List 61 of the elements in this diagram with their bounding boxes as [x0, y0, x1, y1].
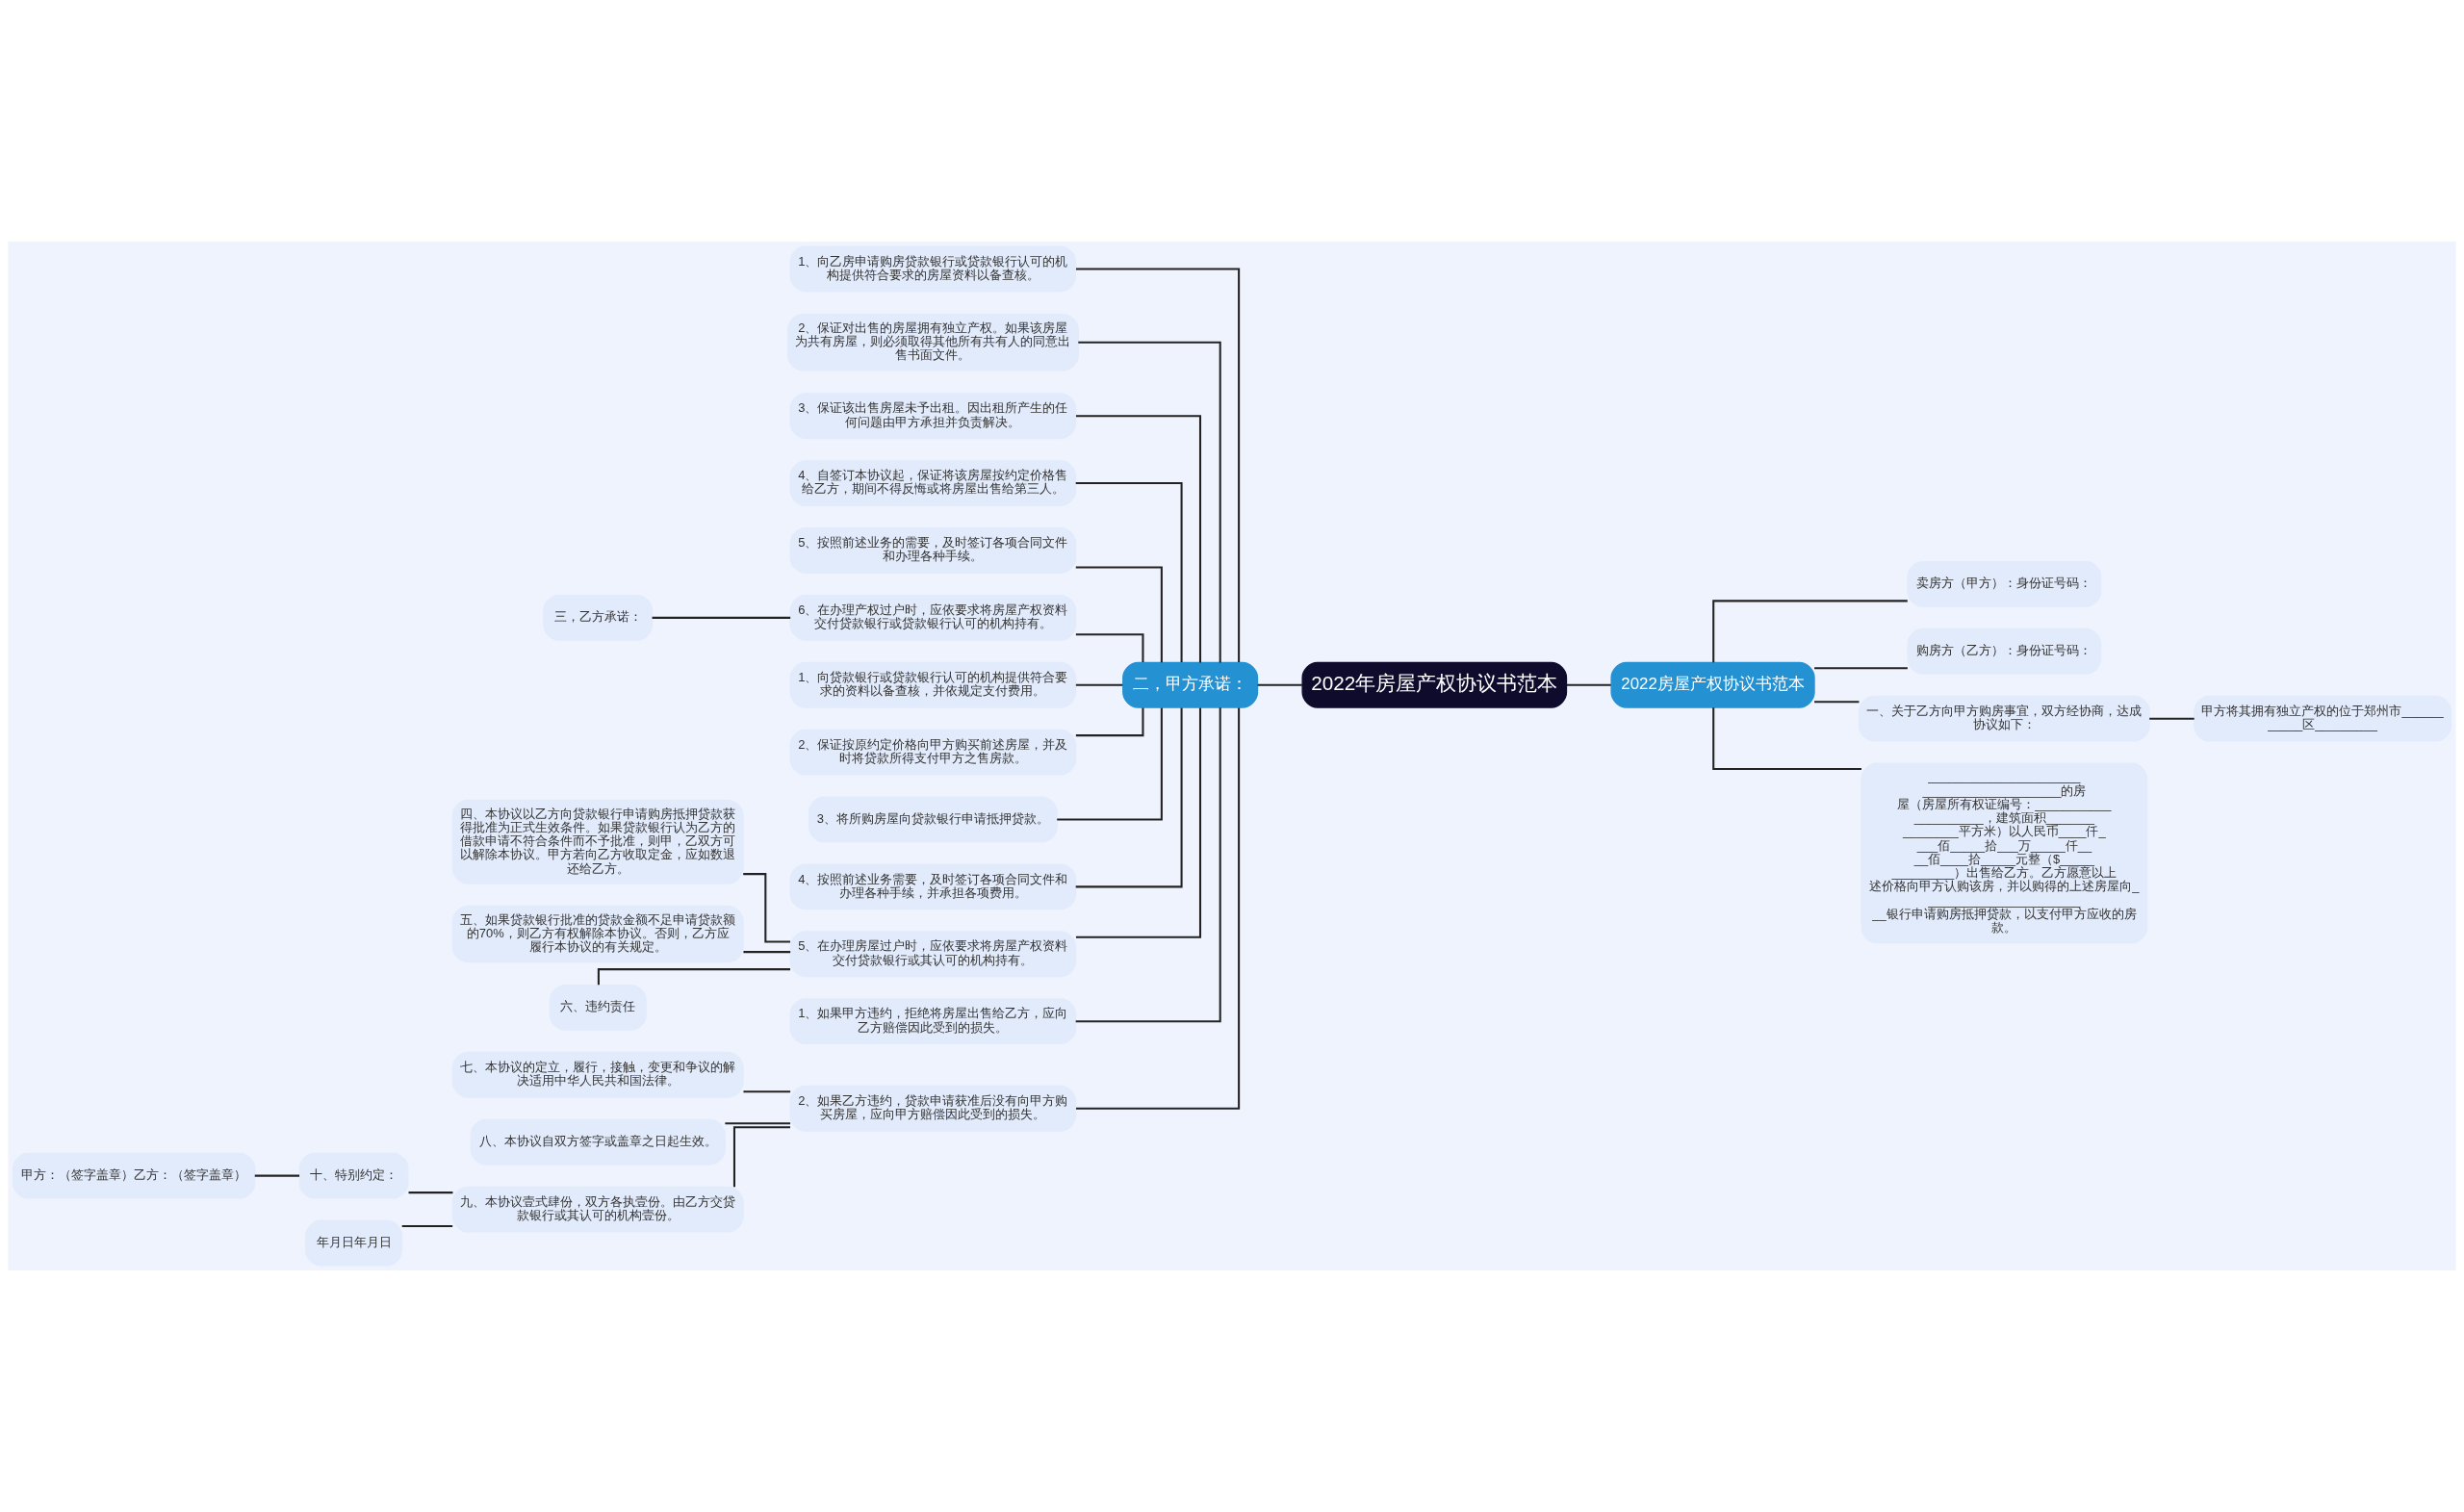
connector — [1257, 683, 1302, 686]
node-box: 2022年房屋产权协议书范本 — [1301, 661, 1568, 708]
connector — [2149, 717, 2194, 720]
node-box: 1、如果甲方违约，拒绝将房屋出售给乙方，应向乙方赔偿因此受到的损失。 — [789, 998, 1077, 1045]
node-box: 三，乙方承诺： — [543, 594, 654, 641]
connector — [743, 1090, 791, 1093]
connector — [1075, 707, 1202, 938]
node-box: 2、保证按原约定价格向甲方购买前述房屋，并及时将贷款所得支付甲方之售房款。 — [789, 729, 1077, 776]
node-box: 5、按照前述业务的需要，及时签订各项合同文件和办理各种手续。 — [789, 527, 1077, 574]
connector — [254, 1174, 300, 1177]
connector — [1075, 566, 1163, 663]
node-box: 卖房方（甲方）：身份证号码： — [1907, 560, 2102, 607]
node-box: 五、如果贷款银行批准的贷款金额不足申请贷款额的70%，则乙方有权解除本协议。否则，乙方应履行本协议的有关规定。 — [451, 905, 744, 963]
connector — [1814, 667, 1908, 670]
connector — [1814, 701, 1860, 704]
connector — [1712, 600, 1908, 663]
connector — [597, 968, 790, 986]
node-box: 4、自签订本协议起，保证将该房屋按约定价格售给乙方，期间不得反悔或将房屋出售给第三人。 — [789, 460, 1077, 506]
connector — [1075, 633, 1144, 662]
connector — [1078, 341, 1221, 663]
connector — [1057, 707, 1163, 821]
connector — [743, 873, 790, 943]
node-box: 3、保证该出售房屋未予出租。因出租所产生的任何问题由甲方承担并负责解决。 — [789, 393, 1077, 440]
node-box: 4、按照前述业务需要，及时签订各项合同文件和办理各种手续，并承担各项费用。 — [789, 863, 1077, 910]
connector — [1076, 707, 1241, 1110]
node-box: 3、将所购房屋向贷款银行申请抵押贷款。 — [808, 796, 1058, 843]
node-box: 十、特别约定： — [298, 1152, 409, 1199]
node-box: 2、如果乙方违约，贷款申请获准后没有向甲方购买房屋，应向甲方赔偿因此受到的损失。 — [789, 1085, 1077, 1132]
node-box: 2022房屋产权协议书范本 — [1610, 661, 1815, 708]
connector — [732, 1126, 790, 1188]
node-box: 6、在办理产权过户时，应依要求将房屋产权资料交付贷款银行或贷款银行认可的机构持有。 — [789, 594, 1077, 641]
node-box: 四、本协议以乙方向贷款银行申请购房抵押贷款获得批准为正式生效条件。如果贷款银行认为乙方的借款申请不符合条件而不予批准，则甲，乙双方可以解除本协议。甲方若向乙方收取定金，应如数退还给乙方。 — [451, 799, 744, 884]
connector — [1075, 707, 1183, 888]
connector — [1075, 683, 1123, 686]
connector — [1075, 707, 1221, 1023]
node-box: 一、关于乙方向甲方购房事宜，双方经协商，达成协议如下： — [1858, 695, 2150, 742]
node-box: 1、向乙房申请购房贷款银行或贷款银行认可的机构提供符合要求的房屋资料以备查核。 — [789, 245, 1077, 293]
connector — [1712, 707, 1861, 771]
node-box: 购房方（乙方）：身份证号码： — [1907, 628, 2102, 675]
node-box: 5、在办理房屋过户时，应依要求将房屋产权资料交付贷款银行或其认可的机构持有。 — [789, 931, 1077, 978]
node-box: 七、本协议的定立，履行，接触，变更和争议的解决适用中华人民共和国法律。 — [451, 1051, 744, 1098]
connector — [652, 616, 791, 619]
node-box: 二，甲方承诺： — [1122, 661, 1259, 708]
connector — [401, 1225, 453, 1228]
node-box: 九、本协议壹式肆份，双方各执壹份。由乙方交贷款银行或其认可的机构壹份。 — [451, 1186, 744, 1233]
node-box: 六、违约责任 — [549, 985, 647, 1031]
node-box: 2、保证对出售的房屋拥有独立产权。如果该房屋为共有房屋，则必须取得其他所有共有人的同意出售书面文件。 — [786, 314, 1079, 372]
connector — [725, 1122, 791, 1125]
connector — [1075, 482, 1183, 663]
connector — [1566, 683, 1611, 686]
connector — [1075, 707, 1144, 737]
connector — [743, 951, 791, 954]
node-box: 八、本协议自双方签字或盖章之日起生效。 — [470, 1118, 726, 1166]
node-box: 甲方将其拥有独立产权的位于郑州市___________区_________ — [2194, 695, 2451, 742]
node-box: 1、向贷款银行或贷款银行认可的机构提供符合要求的资料以备查核，并依规定支付费用。 — [789, 661, 1077, 708]
node-box: __________________________________________的房屋（房屋所有权证编号：_____________________，建筑面积_______________平方米）以人民币____仟____佰_____拾___万_____仟____佰____拾_____元整（$______________）出售给乙方。乙方愿意以上述价格向甲方认购该房，并以购得的上述房屋向_________________________银行申请购房抵押贷款，以支付甲方应收的房款。 — [1861, 762, 2148, 944]
connector — [1076, 268, 1241, 662]
node-box: 年月日年月日 — [305, 1219, 403, 1267]
node-box: 甲方：（签字盖章）乙方：（签字盖章） — [13, 1152, 256, 1199]
connector — [1075, 415, 1202, 663]
connector — [408, 1192, 453, 1194]
